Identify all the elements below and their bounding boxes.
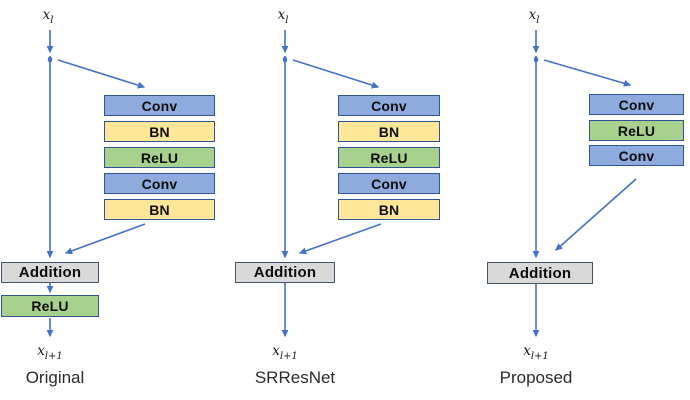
addition-box: Addition [487,262,593,284]
conv-box: Conv [338,95,440,116]
output-label-base: x [523,343,531,359]
addition-box: Addition [235,262,335,283]
input-label-base: x [528,7,537,23]
input-label-base: x [42,7,51,23]
input-label: xl [30,7,66,26]
input-label-sub: l [536,15,540,26]
bn-box: BN [338,121,440,142]
addition-box: Addition [1,262,99,283]
branch-to-stack-arrow [543,59,632,87]
input-label-sub: l [50,15,54,26]
relu-box: ReLU [104,147,215,168]
connectors-original [46,30,146,338]
relu-box: ReLU [589,120,684,141]
connectors-proposed [532,30,637,338]
connectors-srresnet [281,30,382,338]
stack-to-addition-arrow [555,178,637,251]
output-label-sub: l+1 [44,351,63,362]
output-label: xl+1 [20,343,80,362]
input-label: xl [265,7,301,26]
bn-box: BN [338,199,440,220]
input-label: xl [516,7,552,26]
stack-to-addition-arrow [298,223,382,255]
output-label-base: x [37,343,45,359]
branch-junction-dot [47,56,53,63]
column-title-original: Original [25,368,85,387]
output-label-sub: l+1 [279,351,298,362]
post-relu-box: ReLU [1,295,99,317]
conv-box: Conv [589,94,684,115]
conv-box: Conv [338,173,440,194]
column-title-srresnet: SRResNet [254,368,336,387]
bn-box: BN [104,199,215,220]
bn-box: BN [104,121,215,142]
conv-box: Conv [589,145,684,166]
output-label: xl+1 [255,343,315,362]
conv-box: Conv [104,173,215,194]
output-label: xl+1 [506,343,566,362]
stack-to-addition-arrow [64,223,146,255]
output-label-base: x [272,343,280,359]
input-label-base: x [277,7,286,23]
output-label-sub: l+1 [530,351,549,362]
relu-box: ReLU [338,147,440,168]
conv-box: Conv [104,95,215,116]
branch-to-stack-arrow [292,59,380,89]
branch-junction-dot [282,56,288,63]
branch-junction-dot [533,56,539,63]
input-label-sub: l [285,15,289,26]
branch-to-stack-arrow [57,59,146,89]
column-title-proposed: Proposed [499,368,573,387]
